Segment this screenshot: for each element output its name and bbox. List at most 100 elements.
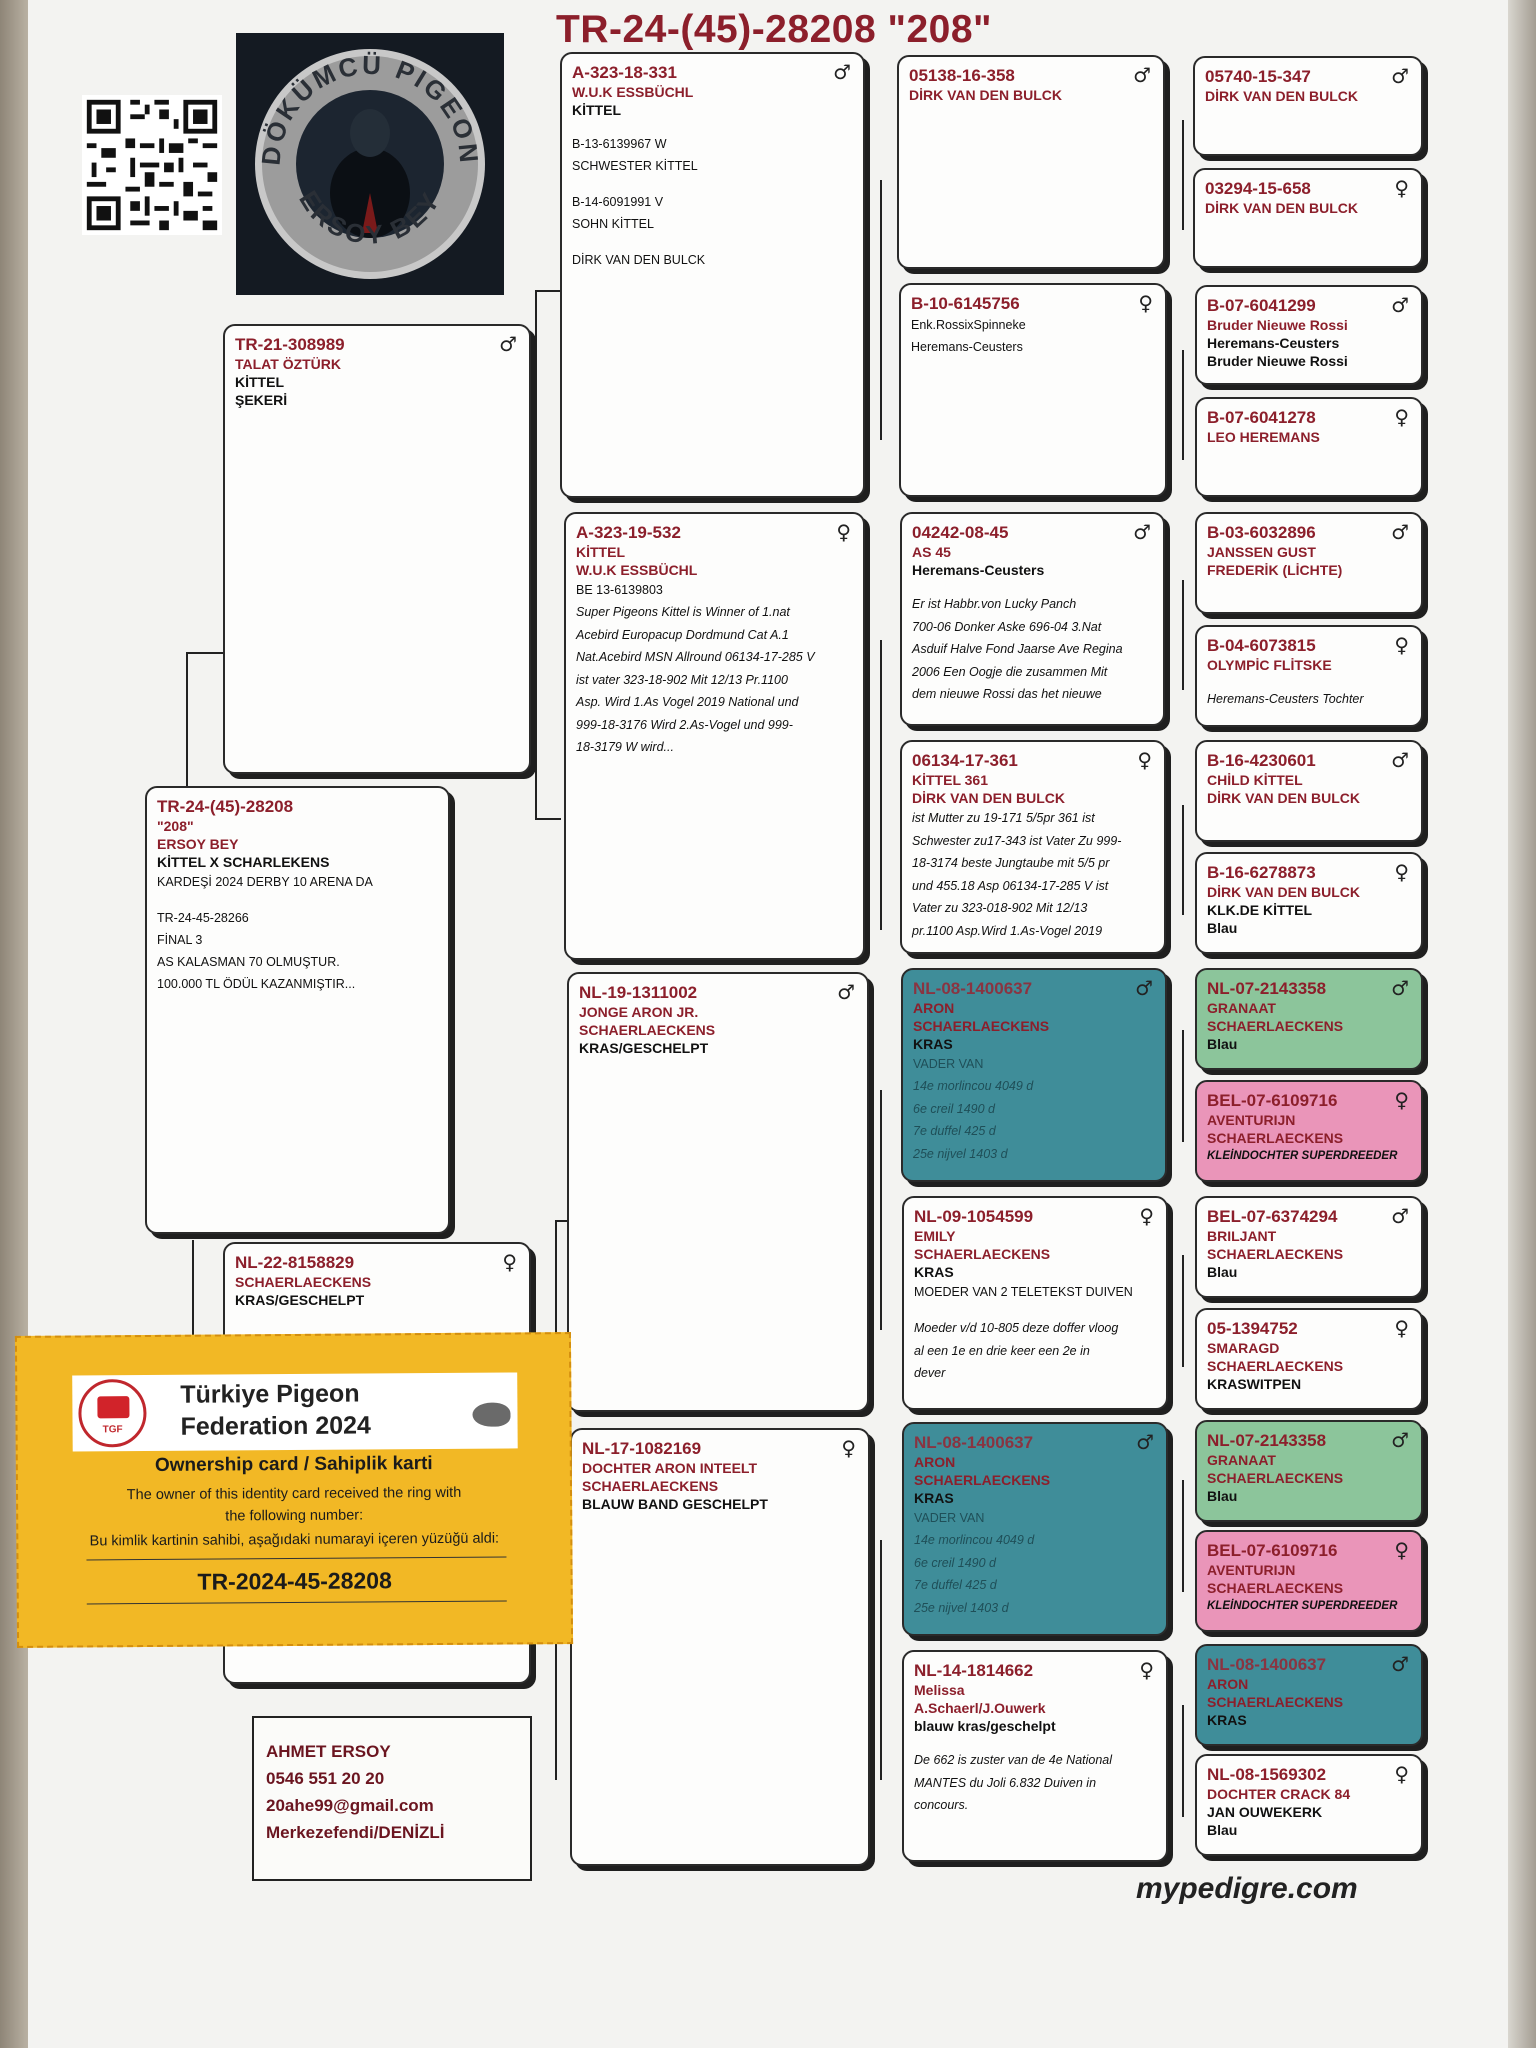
breeder: A.Schaerl/J.Ouwerk [914, 1700, 1046, 1716]
gen3-card[interactable]: ♂ 05138-16-358 DİRK VAN DEN BULCK [897, 55, 1165, 269]
gen4-card[interactable]: ♂ B-16-4230601 CHİLD KİTTEL DİRK VAN DEN… [1195, 740, 1423, 842]
color: Blau [1207, 1488, 1238, 1504]
gen3-card[interactable]: ♀ NL-09-1054599 EMILY SCHAERLAECKENS KRA… [902, 1196, 1168, 1410]
note: Nat.Acebird MSN Allround 06134-17-285 V [576, 650, 815, 664]
gen3-card[interactable]: ♀ 06134-17-361 KİTTEL 361 DİRK VAN DEN B… [900, 740, 1166, 954]
ring-number: 05138-16-358 [909, 66, 1015, 85]
page-title: TR-24-(45)-28208 "208" [556, 8, 993, 51]
note: ist vater 323-18-902 Mit 12/13 Pr.1100 [576, 672, 788, 687]
ownership-card[interactable]: TGF Türkiye Pigeon Federation 2024 Owner… [14, 1332, 574, 1648]
owner-name: AHMET ERSOY [266, 1742, 391, 1761]
card-ring-number: TR-2024-45-28208 [197, 1567, 392, 1595]
gen4-card[interactable]: ♂ BEL-07-6374294 BRILJANT SCHAERLAECKENS… [1195, 1196, 1423, 1298]
male-symbol-icon: ♂ [1136, 1430, 1154, 1454]
qr-code[interactable] [82, 95, 222, 235]
breeder: SCHAERLAECKENS [1207, 1470, 1344, 1486]
card-text: the following number: [225, 1507, 364, 1525]
gen3-card[interactable]: ♂ NL-08-1400637 ARON SCHAERLAECKENS KRAS… [901, 968, 1167, 1182]
pigeon-name: KİTTEL 361 [912, 772, 988, 788]
female-symbol-icon: ♀ [1139, 1204, 1154, 1228]
divider [86, 1556, 507, 1561]
male-symbol-icon: ♂ [1391, 1428, 1409, 1452]
note: 25e nijvel 1403 d [913, 1146, 1008, 1161]
note: Schwester zu17-343 ist Vater Zu 999- [912, 833, 1122, 848]
ring-number: B-03-6032896 [1207, 523, 1316, 542]
breeder: DİRK VAN DEN BULCK [1205, 200, 1358, 216]
breeder: SCHAERLAECKENS [582, 1478, 719, 1494]
gen4-card[interactable]: ♂ NL-08-1400637 ARON SCHAERLAECKENS KRAS [1195, 1644, 1423, 1746]
breeder: Heremans-Ceusters [911, 340, 1023, 354]
note: 7e duffel 425 d [913, 1124, 996, 1138]
qr-code-graphic [82, 95, 222, 235]
connector [880, 640, 882, 930]
color: KRAS [914, 1264, 954, 1280]
pigeon-name: KLK.DE KİTTEL [1207, 902, 1312, 918]
male-symbol-icon: ♂ [1391, 976, 1409, 1000]
pigeon-name: Melissa [914, 1682, 965, 1698]
breeder: LEO HEREMANS [1207, 429, 1320, 445]
male-symbol-icon: ♂ [833, 60, 851, 84]
female-symbol-icon: ♀ [1137, 748, 1152, 772]
granddam-paternal-card[interactable]: ♀ A-323-19-532 KİTTEL W.U.K ESSBÜCHL BE … [564, 512, 865, 960]
gen4-card[interactable]: ♀ NL-08-1569302 DOCHTER CRACK 84 JAN OUW… [1195, 1754, 1423, 1856]
note: VADER VAN [913, 1057, 984, 1071]
female-symbol-icon: ♀ [502, 1250, 517, 1274]
sire-card[interactable]: ♂ TR-21-308989 TALAT ÖZTÜRK KİTTEL ŞEKER… [223, 324, 531, 774]
note: und 455.18 Asp 06134-17-285 V ist [912, 878, 1109, 893]
gen3-card[interactable]: ♀ NL-14-1814662 Melissa A.Schaerl/J.Ouwe… [902, 1650, 1168, 1862]
pigeon-name: FREDERİK (LİCHTE) [1207, 562, 1343, 578]
ring-number: B-04-6073815 [1207, 636, 1316, 655]
gen4-card[interactable]: ♀ B-07-6041278 LEO HEREMANS [1195, 397, 1423, 497]
color: KRAS [913, 1036, 953, 1052]
ring-number: NL-08-1400637 [913, 979, 1033, 998]
gen3-card[interactable]: ♂ 04242-08-45 AS 45 Heremans-Ceusters Er… [900, 512, 1165, 726]
card-text: Bu kimlik kartinin sahibi, aşağıdaki num… [89, 1530, 500, 1550]
gen4-card[interactable]: ♀ 05-1394752 SMARAGD SCHAERLAECKENS KRAS… [1195, 1308, 1423, 1410]
gen3-card[interactable]: ♂ NL-08-1400637 ARON SCHAERLAECKENS KRAS… [902, 1422, 1168, 1636]
male-symbol-icon: ♂ [1391, 64, 1409, 88]
sire-ring-number: TR-21-308989 [235, 335, 345, 354]
owner-phone[interactable]: 0546 551 20 20 [266, 1769, 385, 1788]
female-symbol-icon: ♀ [1394, 1316, 1409, 1340]
granddam-maternal-card[interactable]: ♀ NL-17-1082169 DOCHTER ARON INTEELT SCH… [570, 1428, 870, 1866]
federation-logo-text: TGF [102, 1424, 123, 1436]
male-symbol-icon: ♂ [1133, 63, 1151, 87]
color: KRAS [914, 1490, 954, 1506]
main-note: KARDEŞİ 2024 DERBY 10 ARENA DA [157, 875, 373, 889]
footer-website[interactable]: mypedigre.com [1136, 1872, 1358, 1905]
connector [1182, 1030, 1184, 1142]
ref-number: BE 13-6139803 [576, 583, 663, 597]
gen4-card[interactable]: ♂ B-07-6041299 Bruder Nieuwe Rossi Herem… [1195, 285, 1423, 385]
gen4-card[interactable]: ♀ B-04-6073815 OLYMPİC FLİTSKE Heremans-… [1195, 625, 1423, 727]
grandsire-paternal-card[interactable]: ♂ A-323-18-331 W.U.K ESSBÜCHL KİTTEL B-1… [560, 52, 865, 498]
gen4-card[interactable]: ♂ NL-07-2143358 GRANAAT SCHAERLAECKENS B… [1195, 1420, 1423, 1522]
female-symbol-icon: ♀ [1394, 1538, 1409, 1562]
ring-number: B-07-6041278 [1207, 408, 1316, 427]
connector [535, 290, 561, 292]
gen4-card[interactable]: ♀ 03294-15-658 DİRK VAN DEN BULCK [1193, 168, 1423, 268]
owner-email[interactable]: 20ahe99@gmail.com [266, 1796, 434, 1815]
gen4-card[interactable]: ♂ 05740-15-347 DİRK VAN DEN BULCK [1193, 56, 1423, 156]
main-note: AS KALASMAN 70 OLMUŞTUR. [157, 955, 340, 969]
gen4-card[interactable]: ♀ BEL-07-6109716 AVENTURIJN SCHAERLAECKE… [1195, 1080, 1423, 1182]
note: dem nieuwe Rossi das het nieuwe [912, 687, 1102, 701]
color: Blau [1207, 1036, 1238, 1052]
note: KLEİNDOCHTER SUPERDREEDER [1207, 1600, 1398, 1612]
gen4-card[interactable]: ♀ BEL-07-6109716 AVENTURIJN SCHAERLAECKE… [1195, 1530, 1423, 1632]
breeder: DİRK VAN DEN BULCK [1207, 790, 1360, 806]
main-pigeon-card[interactable]: TR-24-(45)-28208 "208" ERSOY BEY KİTTEL … [145, 786, 450, 1234]
logo-graphic: DÖKÜMCÜ PIGEON ERSOY BEY [255, 49, 485, 279]
pigeon-name: KİTTEL [576, 544, 625, 560]
gen4-card[interactable]: ♀ B-16-6278873 DİRK VAN DEN BULCK KLK.DE… [1195, 852, 1423, 954]
pigeon-name: DOCHTER CRACK 84 [1207, 1786, 1351, 1802]
federation-name: Türkiye Pigeon [180, 1379, 360, 1409]
connector [1182, 580, 1184, 690]
female-symbol-icon: ♀ [1394, 1762, 1409, 1786]
grandsire-maternal-card[interactable]: ♂ NL-19-1311002 JONGE ARON JR. SCHAERLAE… [567, 972, 869, 1412]
owner-city: Merkezefendi/DENİZLİ [266, 1823, 445, 1842]
gen4-card[interactable]: ♂ NL-07-2143358 GRANAAT SCHAERLAECKENS B… [1195, 968, 1423, 1070]
gen4-card[interactable]: ♂ B-03-6032896 JANSSEN GUST FREDERİK (Lİ… [1195, 512, 1423, 614]
gen3-card[interactable]: ♀ B-10-6145756 Enk.RossixSpinneke Herema… [899, 283, 1167, 497]
pigeon-name: OLYMPİC FLİTSKE [1207, 657, 1332, 673]
note: 999-18-3176 Wird 2.As-Vogel und 999- [576, 717, 793, 732]
